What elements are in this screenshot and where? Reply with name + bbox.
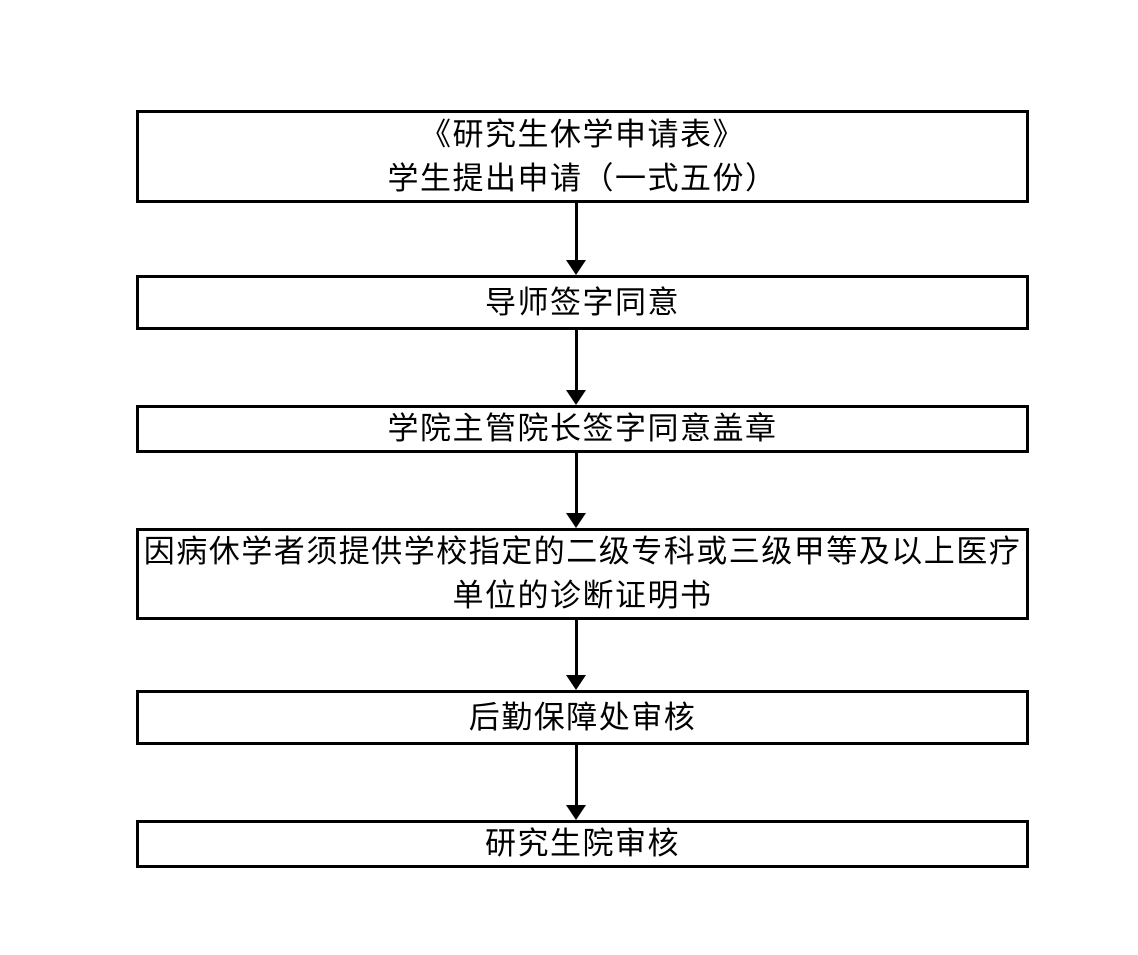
flow-step-college-dean: 学院主管院长签字同意盖章	[136, 405, 1029, 453]
flow-step-application-subtitle: 学生提出申请（一式五份）	[387, 160, 778, 196]
arrow-down-icon	[566, 260, 586, 275]
flow-step-medical-certificate: 因病休学者须提供学校指定的二级专科或三级甲等及以上医疗 单位的诊断证明书	[136, 528, 1029, 620]
flow-arrow-2	[566, 330, 587, 405]
flow-step-college-dean-label: 学院主管院长签字同意盖章	[387, 411, 778, 446]
arrow-down-icon	[566, 513, 586, 528]
arrow-down-icon	[566, 390, 586, 405]
flow-arrow-5	[566, 745, 587, 820]
flow-step-logistics-review-label: 后勤保障处审核	[468, 699, 697, 735]
arrow-down-icon	[566, 675, 586, 690]
flow-arrow-3	[566, 453, 587, 528]
arrow-down-icon	[566, 805, 586, 820]
flow-step-application-title: 《研究生休学申请表》	[420, 116, 745, 152]
flow-step-logistics-review: 后勤保障处审核	[136, 690, 1029, 745]
arrow-shaft	[575, 453, 578, 515]
flow-step-graduate-school-review-label: 研究生院审核	[485, 826, 680, 861]
arrow-shaft	[575, 745, 578, 807]
arrow-shaft	[575, 203, 578, 262]
flow-arrow-4	[566, 620, 587, 690]
flow-step-supervisor: 导师签字同意	[136, 275, 1029, 330]
flow-step-medical-certificate-line2: 单位的诊断证明书	[452, 578, 713, 613]
flow-step-graduate-school-review: 研究生院审核	[136, 820, 1029, 868]
arrow-shaft	[575, 330, 578, 392]
flow-step-medical-certificate-line1: 因病休学者须提供学校指定的二级专科或三级甲等及以上医疗	[143, 534, 1022, 569]
arrow-shaft	[575, 620, 578, 677]
flow-step-supervisor-label: 导师签字同意	[485, 284, 680, 320]
flow-step-application: 《研究生休学申请表》 学生提出申请（一式五份）	[136, 110, 1029, 203]
flow-arrow-1	[566, 203, 587, 275]
